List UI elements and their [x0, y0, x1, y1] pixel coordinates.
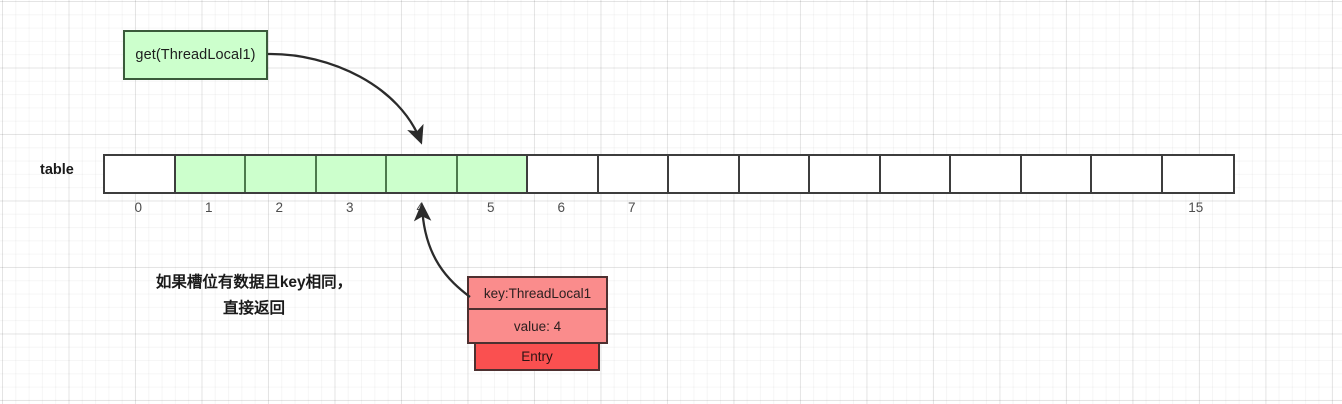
table-slot-0: [105, 156, 176, 192]
table-slot-12: [951, 156, 1022, 192]
table-slot-5: [457, 156, 528, 192]
table-index-label-7: 7: [627, 200, 636, 215]
entry-key-cell: key:ThreadLocal1: [469, 278, 606, 310]
table-slot-2: [246, 156, 317, 192]
table-slot-4: [387, 156, 458, 192]
entry-group: key:ThreadLocal1 value: 4 Entry: [467, 276, 608, 371]
table-index-label-2: 2: [275, 200, 283, 215]
note-text: 如果槽位有数据且key相同， 直接返回: [114, 270, 394, 322]
note-line-2: 直接返回: [222, 300, 285, 317]
arrow-get-to-slot: [267, 52, 424, 145]
table-slot-13: [1021, 156, 1092, 192]
entry-value-cell: value: 4: [513, 318, 562, 334]
entry-type-label: Entry: [474, 342, 600, 371]
table-slot-11: [880, 156, 951, 192]
table-index-label-4: 4: [416, 200, 424, 215]
table-index-label-5: 5: [486, 200, 495, 215]
table-slot-row: [103, 154, 1235, 194]
table-slot-1: [175, 156, 246, 192]
note-line-1: 如果槽位有数据且key相同，: [155, 274, 353, 291]
table-index-label-6: 6: [557, 200, 565, 215]
table-index-label-0: 0: [134, 200, 142, 215]
table-index-label-3: 3: [345, 200, 354, 215]
table-slot-3: [316, 156, 387, 192]
table-slot-9: [739, 156, 810, 192]
table-row-label: table: [40, 162, 74, 178]
table-slot-6: [528, 156, 599, 192]
table-index-row: 0 1 2 3 4 5 6 7 15: [103, 200, 1231, 220]
table-index-label-15: 15: [1188, 200, 1204, 215]
table-slot-8: [669, 156, 740, 192]
table-slot-7: [598, 156, 669, 192]
get-threadlocal-box: get(ThreadLocal1): [123, 30, 268, 80]
table-slot-15: [1162, 156, 1233, 192]
table-slot-10: [810, 156, 881, 192]
entry-key-value-box: key:ThreadLocal1 value: 4: [467, 276, 608, 344]
table-slot-14: [1092, 156, 1163, 192]
table-index-label-1: 1: [204, 200, 213, 215]
